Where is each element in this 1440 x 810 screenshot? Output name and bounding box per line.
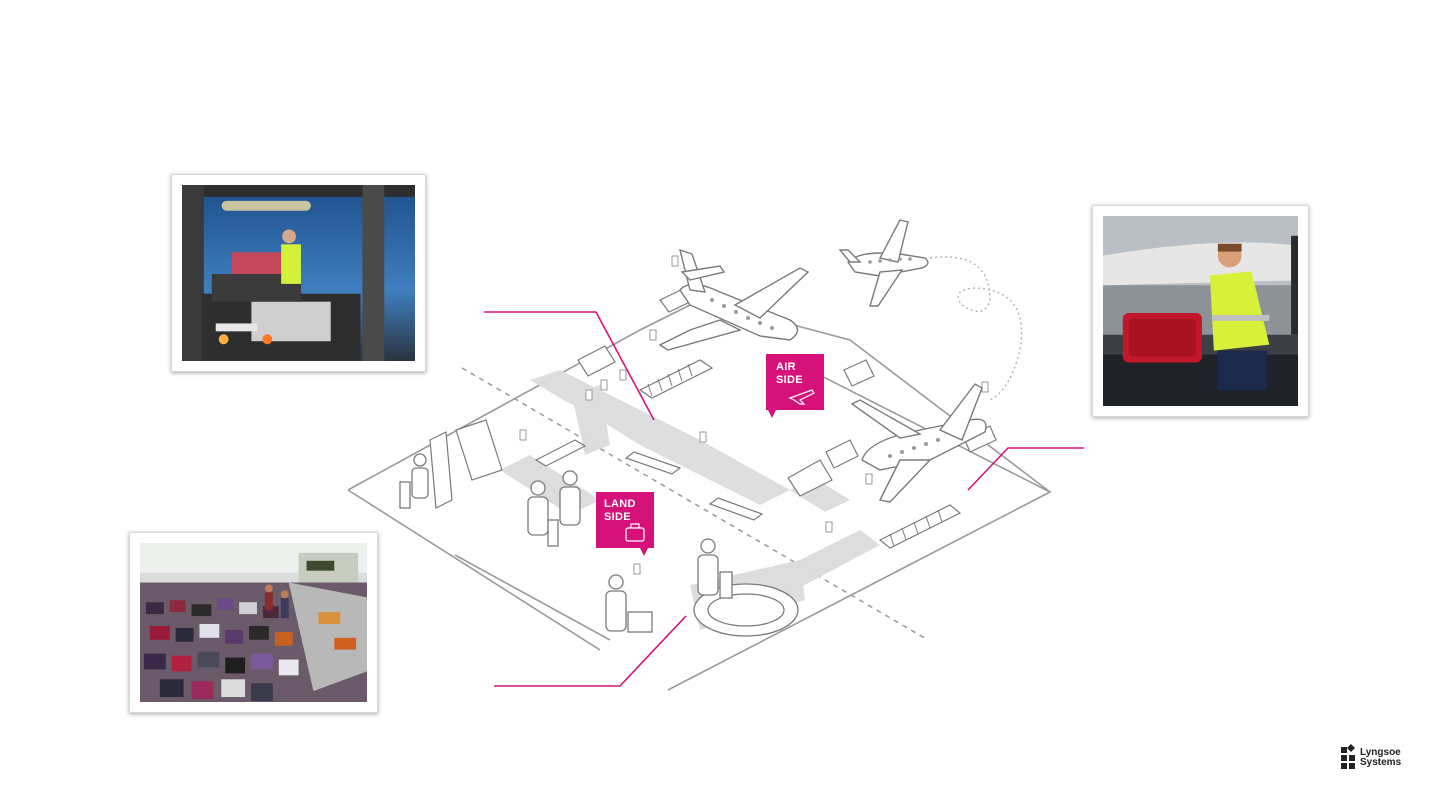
callout-line-top-left [484,312,654,420]
callout-line-bottom-left [494,616,686,686]
logo-text-line2: Systems [1360,758,1401,768]
landside-label-line1: LAND [604,498,636,510]
lyngsoe-logo: Lyngsoe Systems [1340,744,1420,774]
photo-baggage-claim-hall [129,532,378,713]
check-in-kiosks [430,420,502,508]
logo-mark-icon [1340,744,1358,772]
photo-worker-loading-suitcase [1092,205,1309,417]
landside-label-line2: SIDE [604,511,631,523]
callout-line-right [968,448,1084,490]
aircraft-in-flight [840,220,928,306]
airside-badge: AIR SIDE [766,354,824,418]
flight-path-dotted [930,257,1022,400]
landside-badge: LAND SIDE [596,492,654,556]
airside-label-line1: AIR [776,361,796,373]
photo-tug-loading-baggage [171,174,426,372]
airside-label-line2: SIDE [776,374,803,386]
